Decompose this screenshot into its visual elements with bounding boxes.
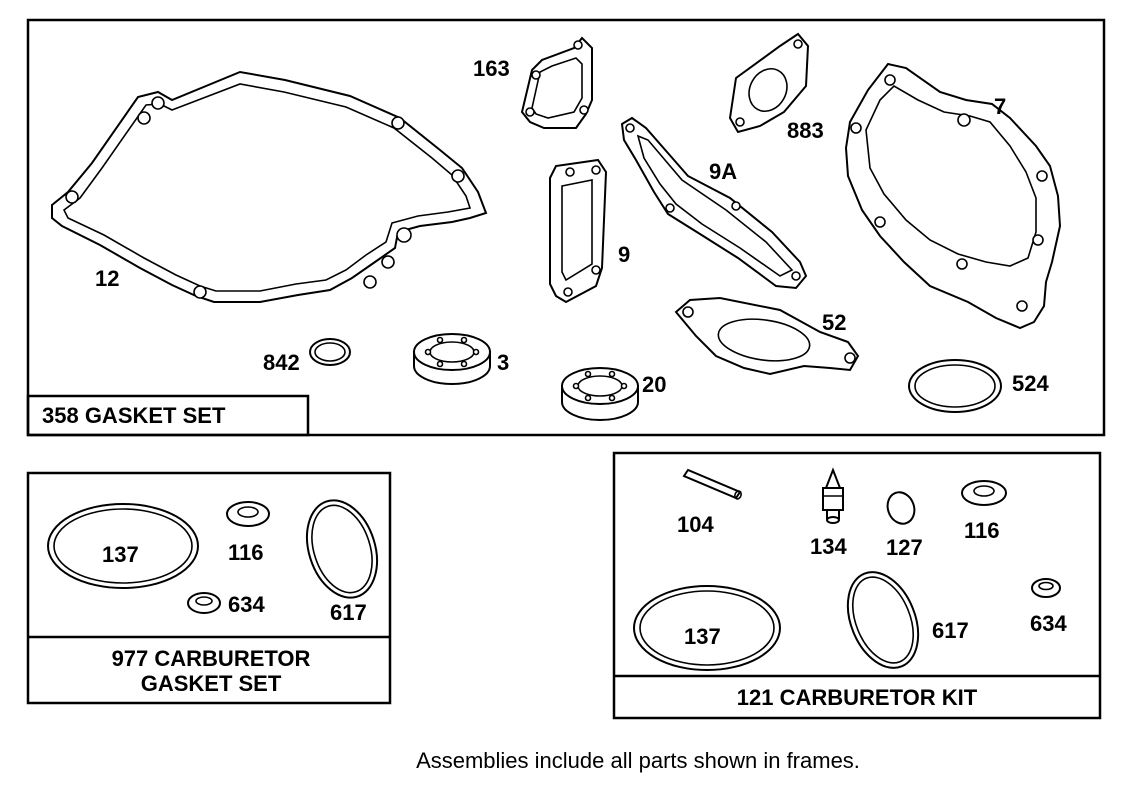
carb-kit-frame: 121 CARBURETOR KIT 104 134 127 116 bbox=[612, 451, 1102, 720]
carb-gasket-set-border bbox=[26, 471, 392, 705]
carb-gasket-set-frame: 977 CARBURETOR GASKET SET 137 116 634 61… bbox=[26, 471, 392, 705]
callout-3: 3 bbox=[497, 350, 509, 375]
oil-seal-20-part bbox=[561, 367, 639, 421]
plug-127-part bbox=[886, 491, 916, 525]
callout-163: 163 bbox=[473, 56, 510, 81]
ring-617-part bbox=[306, 499, 378, 599]
gasket-set-border bbox=[26, 18, 1106, 437]
crankcase-gasket-part bbox=[51, 70, 488, 303]
ring-617-kit-part bbox=[846, 571, 920, 669]
callout-842: 842 bbox=[263, 350, 300, 375]
callout-134: 134 bbox=[810, 534, 847, 559]
ring-137-kit-part bbox=[633, 585, 781, 671]
callout-137: 137 bbox=[102, 542, 139, 567]
callout-883: 883 bbox=[787, 118, 824, 143]
footer-note: Assemblies include all parts shown in fr… bbox=[416, 748, 860, 773]
callout-7: 7 bbox=[994, 94, 1006, 119]
callout-524: 524 bbox=[1012, 371, 1049, 396]
gasket-9a-part bbox=[620, 116, 808, 290]
callout-634: 634 bbox=[228, 592, 265, 617]
gasket-9-part bbox=[549, 158, 608, 304]
callout-52: 52 bbox=[822, 310, 846, 335]
callout-617-kit: 617 bbox=[932, 618, 969, 643]
callout-634-kit: 634 bbox=[1030, 611, 1067, 636]
callout-12: 12 bbox=[95, 266, 119, 291]
ring-842-part bbox=[309, 338, 351, 366]
washer-116-part bbox=[226, 501, 270, 527]
ring-137-part bbox=[47, 503, 199, 589]
callout-104: 104 bbox=[677, 512, 714, 537]
head-gasket-7-part bbox=[844, 62, 1062, 330]
gasket-set-frame: 358 GASKET SET 12 163 bbox=[26, 18, 1106, 437]
carb-kit-title: 121 CARBURETOR KIT bbox=[737, 685, 978, 710]
callout-617: 617 bbox=[330, 600, 367, 625]
carb-kit-border bbox=[612, 451, 1102, 720]
washer-634-kit-part bbox=[1031, 578, 1061, 598]
needle-134-part bbox=[822, 467, 844, 524]
gasket-163-part bbox=[520, 36, 593, 129]
callout-20: 20 bbox=[642, 372, 666, 397]
gasket-52-part bbox=[674, 296, 860, 376]
gasket-set-title: 358 GASKET SET bbox=[42, 403, 226, 428]
ring-524-part bbox=[908, 359, 1002, 413]
carb-gasket-set-title-line2: GASKET SET bbox=[141, 671, 282, 696]
callout-127: 127 bbox=[886, 535, 923, 560]
pin-104-part bbox=[682, 468, 742, 500]
washer-116-kit-part bbox=[961, 480, 1007, 506]
callout-116: 116 bbox=[228, 540, 264, 565]
callout-137-kit: 137 bbox=[684, 624, 721, 649]
gasket-883-part bbox=[728, 32, 810, 134]
washer-634-part bbox=[187, 592, 221, 614]
oil-seal-3-part bbox=[413, 333, 491, 385]
carb-gasket-set-title-line1: 977 CARBURETOR bbox=[112, 646, 311, 671]
callout-9a: 9A bbox=[709, 159, 737, 184]
gasket-set-title-box bbox=[26, 394, 310, 437]
callout-9: 9 bbox=[618, 242, 630, 267]
callout-116-kit: 116 bbox=[964, 518, 1000, 543]
